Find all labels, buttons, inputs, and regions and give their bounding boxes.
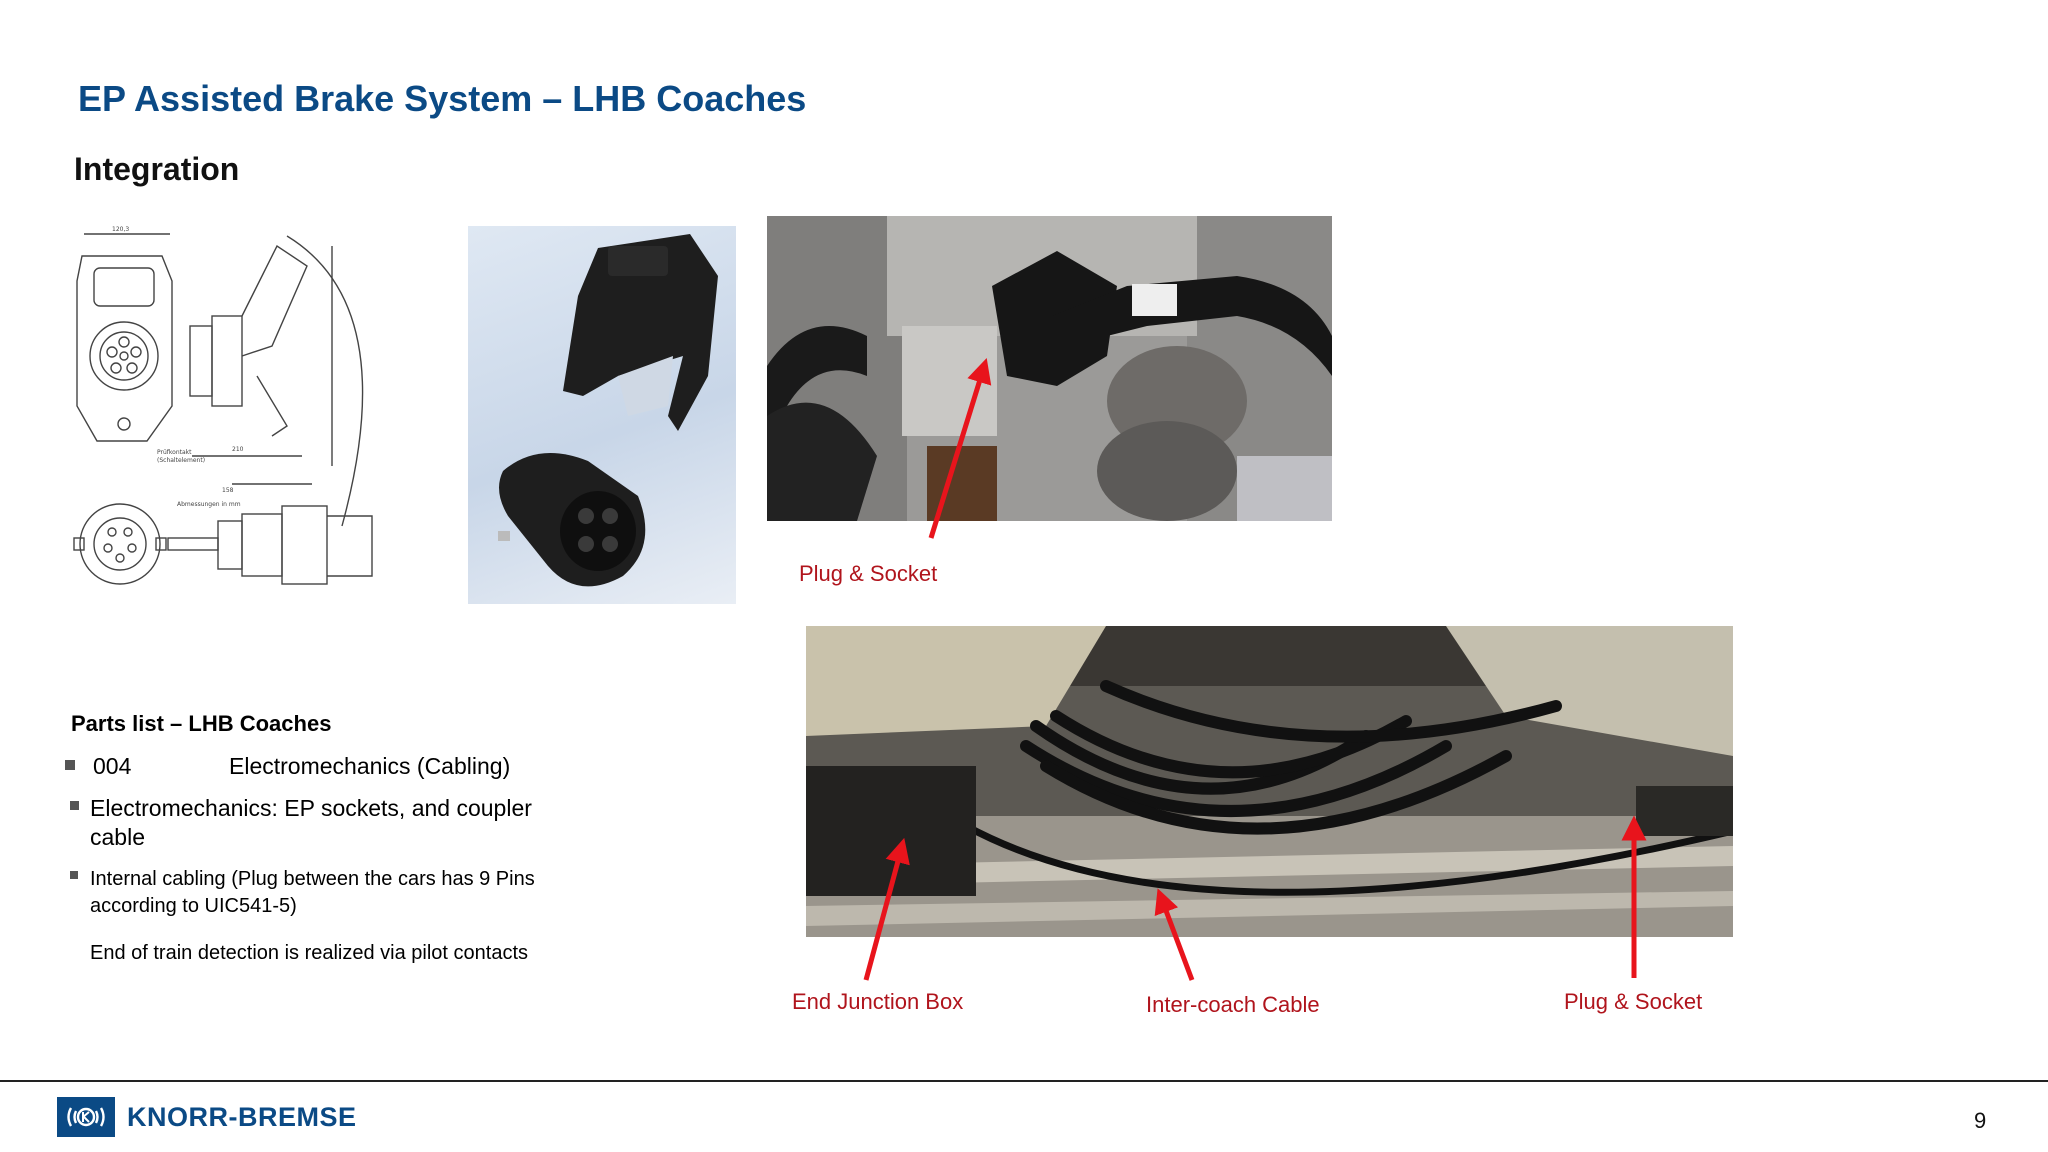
svg-text:210: 210	[232, 446, 244, 453]
part-code: 004	[93, 753, 132, 779]
part-description: Electromechanics (Cabling)	[229, 753, 511, 779]
plug-socket-label-2: Plug & Socket	[1564, 989, 1703, 1014]
plug-socket-photo	[767, 216, 1332, 521]
svg-text:(Schaltelement): (Schaltelement)	[157, 457, 205, 464]
brand-name: KNORR-BREMSE	[127, 1101, 357, 1132]
svg-text:158: 158	[222, 487, 234, 494]
bullet-square-icon	[70, 801, 79, 810]
list-item-electromechanics: Electromechanics: EP sockets, and couple…	[90, 795, 532, 850]
svg-text:Prüfkontakt: Prüfkontakt	[157, 449, 192, 456]
slide-subtitle: Integration	[74, 151, 240, 187]
svg-text:120,3: 120,3	[112, 226, 129, 233]
plug-socket-label: Plug & Socket	[799, 561, 938, 586]
list-item-end-of-train: End of train detection is realized via p…	[90, 942, 529, 964]
bullet-square-icon	[65, 760, 75, 770]
parts-list-heading: Parts list – LHB Coaches	[71, 711, 332, 736]
svg-text:Abmessungen in mm: Abmessungen in mm	[177, 501, 241, 508]
footer-divider	[0, 1080, 2048, 1082]
page-number: 9	[1974, 1108, 1987, 1133]
inter-coach-cable-label: Inter-coach Cable	[1146, 992, 1320, 1017]
technical-drawing-image: 120,3 Prüfkontakt (Schaltelement) 158 21…	[72, 226, 400, 606]
socket-render-image	[468, 226, 736, 604]
bullet-square-icon	[70, 871, 78, 879]
slide-title: EP Assisted Brake System – LHB Coaches	[78, 78, 807, 119]
knorr-bremse-logo: KNORR-BREMSE	[57, 1096, 357, 1138]
end-junction-box-label: End Junction Box	[792, 989, 964, 1014]
logo-emblem-icon	[57, 1097, 115, 1137]
list-item-internal-cabling: Internal cabling (Plug between the cars …	[90, 868, 535, 917]
undercarriage-photo	[806, 626, 1733, 937]
